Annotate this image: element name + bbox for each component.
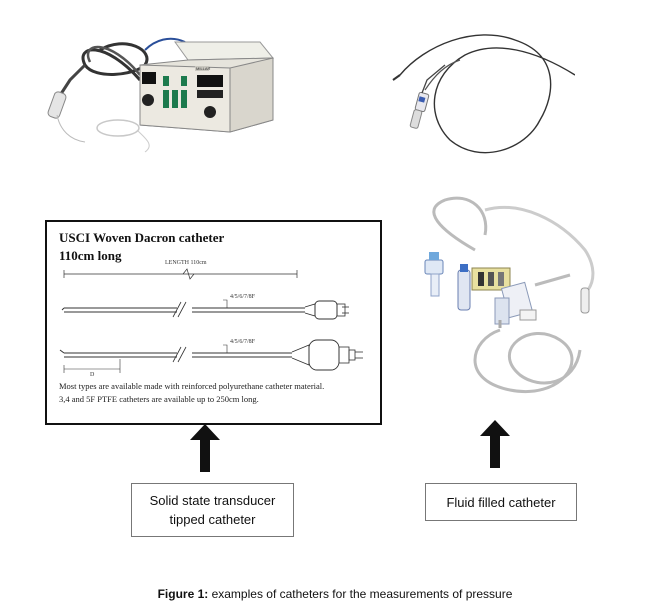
fluid-filled-caption-box: Fluid filled catheter [425, 483, 577, 521]
length-label: LENGTH 110cm [165, 260, 207, 266]
diagram-subtitle: 110cm long [59, 248, 122, 263]
solid-state-caption-box: Solid state transducer tipped catheter [131, 483, 294, 537]
diagram-title: USCI Woven Dacron catheter [59, 230, 225, 245]
fluid-filled-caption: Fluid filled catheter [446, 494, 556, 510]
figure-caption: Figure 1: examples of catheters for the … [0, 587, 670, 601]
catheter-schematic [59, 268, 363, 373]
figure-label: Figure 1: [157, 587, 209, 601]
arrow-up-fluid-icon [480, 420, 510, 468]
pressure-control-unit-photo: MILLAR [47, 37, 275, 153]
size-label-top: 4/5/6/7/8F [230, 294, 256, 300]
figure-caption-text: examples of catheters for the measuremen… [208, 587, 513, 601]
solid-state-caption: Solid state transducer tipped catheter [149, 493, 276, 527]
fluid-filled-catheter-photo [424, 196, 595, 393]
size-label-bottom: 4/5/6/7/8F [230, 339, 256, 345]
catheter-diagram-panel: USCI Woven Dacron catheter 110cm long LE… [45, 220, 382, 425]
device-brand-label: MILLAR [196, 66, 211, 71]
arrow-up-solid-icon [190, 424, 220, 472]
diagram-note-material: Most types are available made with reinf… [59, 381, 325, 391]
diagram-note-ptfe: 3,4 and 5F PTFE catheters are available … [59, 394, 259, 404]
transducer-catheter-photo [392, 34, 575, 154]
d-dimension-label: D [90, 372, 95, 378]
